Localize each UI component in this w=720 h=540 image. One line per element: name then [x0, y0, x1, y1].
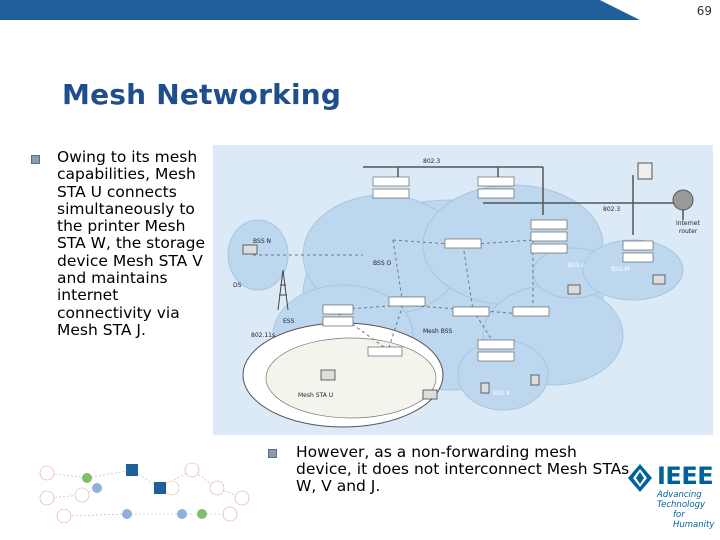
bss-l-label: BSS L	[568, 262, 586, 269]
ds-label: DS	[233, 282, 242, 289]
laptop-icon	[652, 274, 666, 285]
bss-m-cloud	[582, 239, 684, 301]
node-p-icon	[82, 473, 92, 483]
internet-label: Internet	[676, 220, 700, 227]
router-icon	[672, 189, 694, 211]
bullet-text-right: However, as a non-forwarding mesh device…	[296, 443, 630, 495]
bullet-icon	[268, 449, 277, 458]
ieee-logo-tagline: Advancing Technology for Humanity	[657, 490, 720, 530]
router-label: router	[679, 228, 698, 235]
laptop-icon	[320, 369, 336, 381]
laptop-icon	[567, 284, 581, 295]
ieee-tagline-line2: for Humanity	[673, 510, 715, 530]
laptop-icon	[242, 244, 258, 255]
ieee-logo-icon	[628, 464, 652, 492]
wire-label-2: 802.3	[603, 206, 620, 213]
bss-o-label: BSS O	[373, 260, 392, 267]
ess-label: ESS	[283, 318, 295, 325]
bullet-icon	[31, 155, 40, 164]
antenna-tower-icon	[277, 269, 289, 311]
mini-mesh-graphic	[39, 462, 250, 524]
top-banner	[0, 0, 720, 20]
mesh-bss-label: Mesh BSS	[423, 328, 453, 335]
slide-number: 69	[696, 4, 712, 18]
node-m-icon	[154, 482, 166, 494]
bullet-text-left: Owing to its mesh capabilities, Mesh STA…	[57, 148, 206, 339]
mesh-sta-u-label: Mesh STA U	[298, 392, 333, 399]
mesh-network-diagram: 802.3 802.3 Internet router BSS L BSS M …	[213, 145, 713, 435]
bss-k-label: BSS K	[493, 390, 512, 397]
bss-m-label: BSS M	[611, 266, 630, 273]
bss-left-cloud	[227, 219, 289, 291]
slide-title: Mesh Networking	[62, 78, 342, 111]
phone-icon	[480, 382, 490, 394]
ieee-logo-word: IEEE	[657, 462, 714, 490]
mbss-label: 802.11s	[251, 332, 275, 339]
ieee-tagline-line1: Advancing Technology	[657, 490, 706, 510]
phone-icon	[530, 374, 540, 386]
laptop-icon	[422, 389, 438, 400]
wire-label-1: 802.3	[423, 158, 440, 165]
server-icon	[637, 162, 653, 180]
node-l-icon	[126, 464, 138, 476]
bss-n-label: BSS N	[253, 238, 271, 245]
